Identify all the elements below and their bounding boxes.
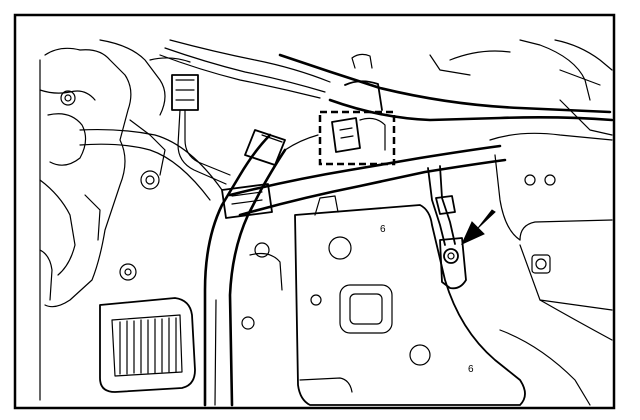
ground-strap	[427, 165, 467, 290]
dashed-box-icon	[318, 110, 396, 166]
bracket-plate	[241, 195, 526, 406]
lower-left-bracket	[99, 297, 196, 393]
lower-right-structure	[499, 299, 613, 406]
frame-border	[13, 13, 616, 410]
middle-harness	[79, 128, 507, 219]
hole-mark-label-b: 6	[468, 364, 474, 375]
hole-mark-label-a: 6	[380, 224, 386, 235]
arrow-icon	[460, 209, 496, 246]
engine-block-left	[39, 39, 191, 401]
